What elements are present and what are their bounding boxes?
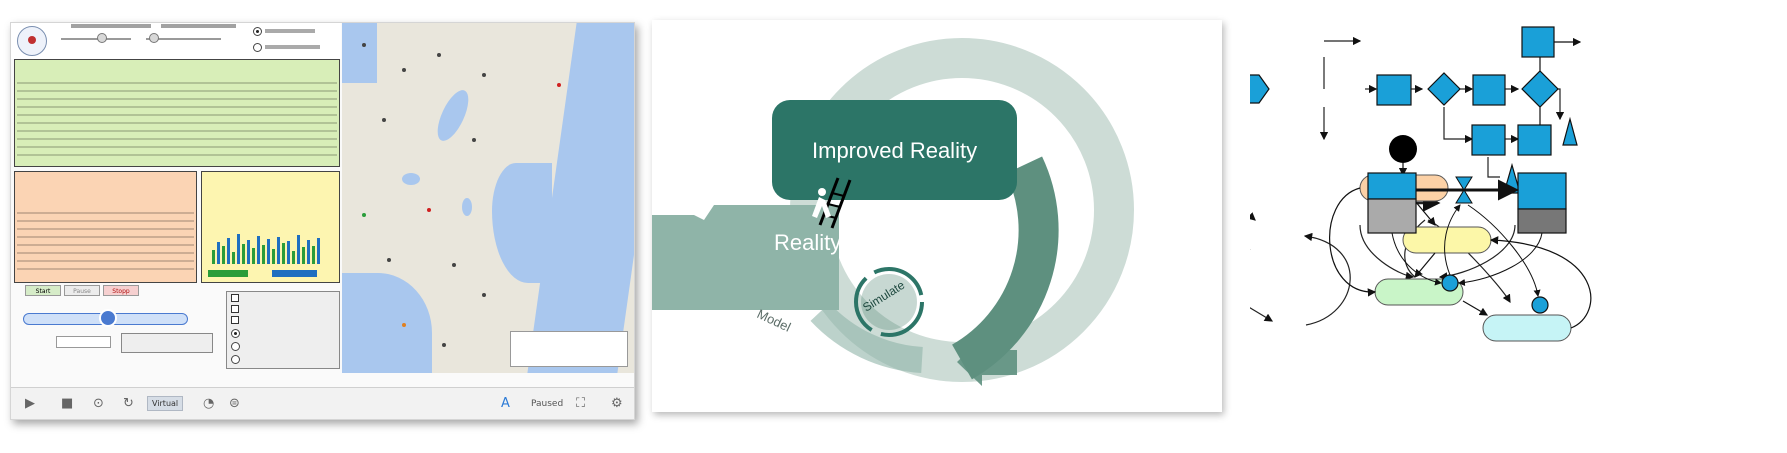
simulate-fill: [861, 274, 917, 330]
radio-label-2: [265, 45, 320, 49]
stock-left-top: [1367, 172, 1417, 200]
playback-toolbar: ▶ ■ ⊙ ↻ Virtual ◔ ⊜ A Paused ⛶ ⚙: [11, 387, 634, 419]
flow-svg: [1250, 26, 1592, 342]
option-checkbox-1[interactable]: [231, 294, 239, 302]
cycle-svg: Reality Improved Reality Act Model Simul…: [652, 38, 1134, 386]
flow-lower-block-2: [1517, 124, 1552, 156]
option-checkbox-3[interactable]: [231, 316, 239, 324]
speed-icon[interactable]: ◔: [203, 396, 215, 411]
virtual-mode-chip[interactable]: Virtual: [147, 396, 184, 411]
improved-reality-label: Improved Reality: [812, 138, 977, 163]
radio-option-1[interactable]: [253, 27, 262, 36]
region-map[interactable]: [342, 23, 634, 373]
improved-reality-box: [772, 100, 1017, 200]
state-initial-node: [1389, 135, 1417, 163]
flow-top-block: [1521, 26, 1555, 58]
terminal-table: [14, 59, 340, 167]
flow-lower-block-1: [1471, 124, 1506, 156]
pause-button[interactable]: Pause: [64, 285, 100, 296]
app-logo: [17, 26, 47, 56]
fullscreen-icon[interactable]: ⛶: [576, 396, 586, 411]
value-slider[interactable]: [146, 38, 221, 40]
app-header: [11, 23, 341, 59]
header-text-2: [161, 24, 236, 28]
font-icon[interactable]: A: [501, 396, 510, 411]
stock-left-bottom: [1367, 198, 1417, 234]
flow-decision-2: [1521, 70, 1559, 108]
option-radio-3[interactable]: [231, 355, 240, 364]
flow-sink-1: [1562, 116, 1578, 146]
ladder-climber-icon: [812, 177, 852, 229]
simulation-app-window: Start Pause Stopp ▶ ■ ⊙ ↻ Virtual ◔ ⊜ A …: [10, 22, 635, 420]
reality-cycle-diagram: Reality Improved Reality Act Model Simul…: [652, 20, 1222, 412]
value-field[interactable]: [56, 336, 111, 348]
stock-right-bottom: [1517, 208, 1567, 234]
state-node-cyan: [1482, 314, 1572, 342]
process-flow-diagrams: [1250, 15, 1780, 390]
radio-option-2[interactable]: [253, 43, 262, 52]
options-panel: [226, 291, 340, 369]
stock-right-top: [1517, 172, 1567, 210]
acceptance-slider-knob[interactable]: [97, 33, 107, 43]
speed-control[interactable]: [121, 333, 213, 353]
simulate-arrow-head: [957, 338, 1017, 386]
reset-icon[interactable]: ↻: [123, 396, 134, 411]
auxiliary-variable-1: [1441, 274, 1459, 292]
act-label: Act: [981, 232, 1005, 257]
value-slider-knob[interactable]: [149, 33, 159, 43]
start-button[interactable]: Start: [25, 285, 61, 296]
settings-icon[interactable]: ⊜: [229, 396, 240, 411]
header-text-1: [71, 24, 151, 28]
map-legend: [510, 331, 628, 367]
option-radio-1[interactable]: [231, 329, 240, 338]
step-icon[interactable]: ⊙: [93, 396, 104, 411]
radio-label-1: [265, 29, 315, 33]
model-label: Model: [755, 306, 794, 335]
mini-bar-chart: [201, 171, 340, 283]
paused-status: Paused: [531, 399, 564, 409]
play-icon[interactable]: ▶: [25, 396, 35, 411]
valve-top: [1455, 176, 1473, 191]
simulate-circle: [854, 267, 924, 337]
valve-bottom: [1455, 189, 1473, 204]
reality-box: [652, 205, 839, 310]
progress-marker[interactable]: [99, 309, 117, 327]
model-arrow-segment: [810, 302, 924, 373]
gear-icon[interactable]: ⚙: [611, 396, 623, 411]
flow-decision-1: [1427, 72, 1461, 106]
act-arrow-segment: [951, 156, 1059, 380]
stop-icon[interactable]: ■: [61, 396, 74, 411]
option-checkbox-2[interactable]: [231, 305, 239, 313]
flow-service-block: [1472, 74, 1506, 106]
reality-label: Reality: [774, 230, 841, 255]
flow-queue-block: [1376, 74, 1412, 106]
stop-button[interactable]: Stopp: [103, 285, 139, 296]
flow-source-block: [1250, 74, 1270, 104]
transport-table: [14, 171, 197, 283]
auxiliary-variable-2: [1531, 296, 1549, 314]
option-radio-2[interactable]: [231, 342, 240, 351]
acceptance-slider[interactable]: [61, 38, 131, 40]
